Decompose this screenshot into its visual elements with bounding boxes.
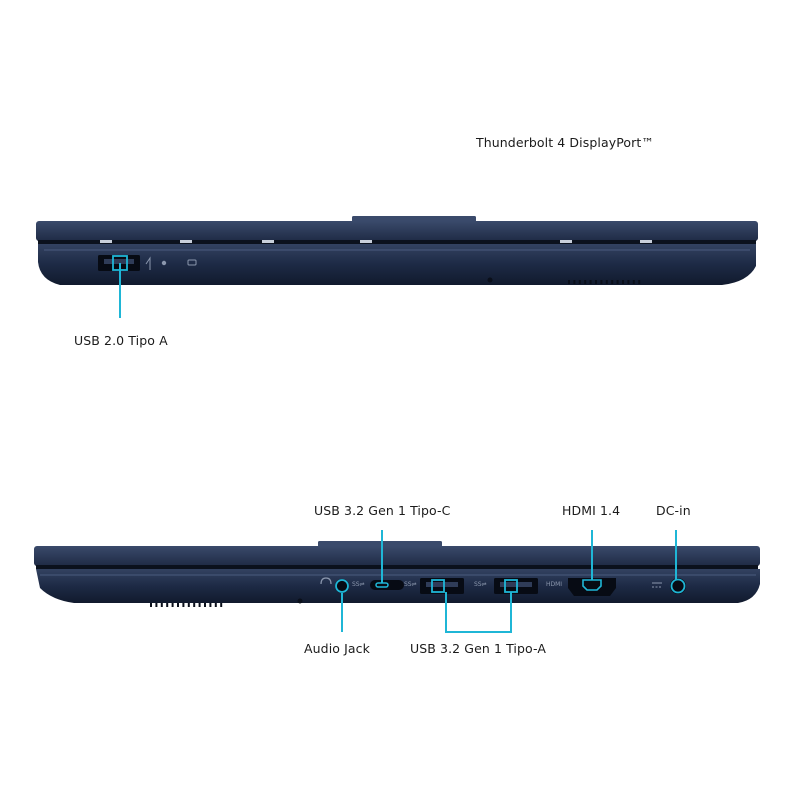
usba1-callout-marker — [431, 579, 445, 593]
vent-slot — [177, 603, 179, 607]
dc-in-port — [670, 578, 686, 594]
vent-slot — [578, 280, 581, 284]
lid-tab — [318, 541, 442, 547]
hdmi-callout-marker — [582, 579, 602, 591]
dc-in-icon — [652, 582, 662, 588]
right-side-view: SS⇌ SS⇌ SS⇌ HDMI — [34, 530, 760, 633]
usbc-label: USB 3.2 Gen 1 Tipo-C — [314, 503, 451, 518]
speaker-vent-top — [568, 280, 641, 284]
power-led-icon — [161, 260, 167, 266]
vent-slot — [638, 280, 641, 284]
lid-tab — [352, 216, 476, 222]
speaker-vent-bottom — [150, 603, 223, 607]
hdmi-label: HDMI 1.4 — [562, 503, 621, 518]
usba-label: USB 3.2 Gen 1 Tipo-A — [410, 641, 547, 656]
usb20-callout-marker — [112, 255, 128, 271]
hinge-notches — [100, 240, 652, 243]
left-side-view — [36, 216, 758, 318]
lid-gap — [36, 565, 758, 569]
usbc-port — [370, 580, 404, 590]
audio-callout-marker — [335, 579, 349, 593]
vent-slot — [573, 280, 576, 284]
vent-slot — [584, 280, 587, 284]
vent-slot — [616, 280, 619, 284]
lid-gap — [38, 240, 756, 244]
vent-slot — [605, 280, 608, 284]
kensington-hole — [487, 277, 493, 283]
usb-icon — [145, 256, 151, 270]
vent-slot — [220, 603, 223, 607]
hdmi-port-mark: HDMI — [546, 581, 562, 588]
vent-slot — [611, 280, 614, 284]
usb-ss-icon: SS⇌ — [404, 581, 417, 588]
vent-slot — [193, 603, 196, 607]
foot-hole — [297, 598, 303, 604]
laptop-lid — [36, 221, 758, 241]
vent-slot — [627, 280, 630, 284]
vent-slot — [568, 280, 570, 284]
audio-jack-icon — [320, 577, 332, 585]
dc-callout-marker — [670, 578, 686, 594]
vent-slot — [182, 603, 185, 607]
usb-ss-icon: SS⇌ — [474, 581, 487, 588]
hdmi-port — [568, 578, 616, 596]
audio-jack-label: Audio Jack — [304, 641, 370, 656]
thunderbolt-label: Thunderbolt 4 DisplayPort™ — [476, 135, 654, 150]
vent-slot — [198, 603, 201, 607]
vent-slot — [187, 603, 190, 607]
audio-jack-port — [335, 579, 349, 593]
vent-slot — [204, 603, 206, 607]
usb20-label: USB 2.0 Tipo A — [74, 333, 168, 348]
vent-slot — [155, 603, 158, 607]
laptop-base — [38, 244, 756, 285]
vent-slot — [214, 603, 217, 607]
vent-slot — [600, 280, 603, 284]
vent-slot — [595, 280, 597, 284]
vent-slot — [166, 603, 169, 607]
battery-led-icon — [187, 259, 197, 266]
usb-ss-icon: SS⇌ — [352, 581, 365, 588]
vent-slot — [632, 280, 635, 284]
vent-slot — [160, 603, 163, 607]
vent-slot — [622, 280, 624, 284]
laptop-lid — [34, 546, 760, 566]
vent-slot — [589, 280, 592, 284]
dcin-label: DC-in — [656, 503, 691, 518]
vent-slot — [171, 603, 174, 607]
vent-slot — [209, 603, 212, 607]
usba-callout-bracket — [445, 592, 512, 633]
vent-slot — [150, 603, 152, 607]
